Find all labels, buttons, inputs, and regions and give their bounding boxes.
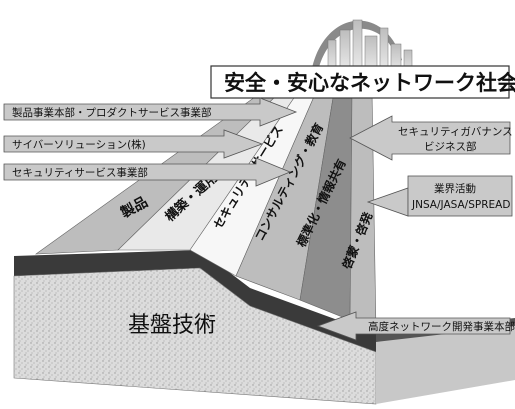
foundation-top (14, 250, 376, 352)
callout-security-governance: セキュリティガバナンス ビジネス部 (349, 115, 513, 161)
callout-products-division: 製品事業本部・プロダクトサービス事業部 (3, 97, 298, 127)
callout-text: 高度ネットワーク開発事業本部 (368, 320, 515, 333)
callout-text: セキュリティサービス事業部 (12, 166, 148, 179)
callout-text: JNSA/JASA/SPREAD (411, 199, 510, 211)
foundation-right (376, 326, 515, 404)
arch-icon (310, 20, 402, 82)
page-title: 安全・安心なネットワーク社会 (224, 71, 515, 95)
callout-cyber-solution: サイバーソリューション(株) (3, 129, 264, 159)
title-banner: 安全・安心なネットワーク社会 (210, 65, 515, 99)
callout-text: セキュリティガバナンス (398, 126, 513, 138)
callout-security-service-division: セキュリティサービス事業部 (3, 157, 292, 187)
callout-text: 製品事業本部・プロダクトサービス事業部 (12, 106, 212, 119)
callout-advanced-network-rnd: 高度ネットワーク開発事業本部 (316, 311, 515, 341)
callout-text: サイバーソリューション(株) (12, 138, 146, 151)
foundation-label: 基盤技術 (128, 313, 216, 338)
callout-text: ビジネス部 (424, 140, 477, 153)
callout-text: 業界活動 (434, 182, 476, 195)
left-callouts: 製品事業本部・プロダクトサービス事業部 サイバーソリューション(株) セキュリテ… (3, 97, 298, 187)
callout-industry-activities: 業界活動 JNSA/JASA/SPREAD (366, 175, 513, 217)
right-callouts: セキュリティガバナンス ビジネス部 業界活動 JNSA/JASA/SPREAD … (316, 115, 515, 341)
